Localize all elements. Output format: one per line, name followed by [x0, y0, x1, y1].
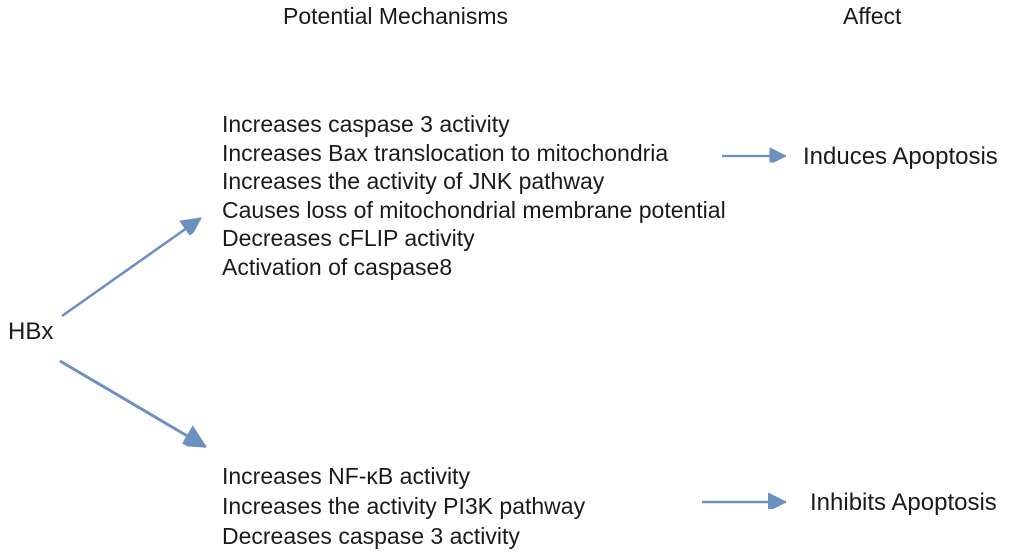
column-header-affect: Affect [843, 3, 902, 29]
mechanism-item: Decreases cFLIP activity [222, 225, 475, 251]
mechanism-item: Activation of caspase8 [222, 253, 453, 280]
mechanism-item: Increases NF-κB activity [222, 463, 470, 489]
mechanism-item: Causes loss of mitochondrial membrane po… [222, 196, 726, 223]
effect-label-inhibits-apoptosis: Inhibits Apoptosis [810, 489, 997, 516]
mechanism-item: Increases the activity PI3K pathway [222, 493, 586, 519]
column-header-potential-mechanisms: Potential Mechanisms [283, 3, 508, 29]
mechanism-item: Increases Bax translocation to mitochond… [222, 139, 669, 166]
mechanism-list-induces-apoptosis: Increases caspase 3 activity Increases B… [222, 110, 726, 281]
mechanism-list-inhibits-apoptosis: Increases NF-κB activity Increases the a… [222, 461, 585, 551]
arrow-hbx-to-induces-mechanisms [61, 216, 201, 318]
mechanism-item: Increases the activity of JNK pathway [222, 168, 605, 194]
arrow-hbx-to-inhibits-mechanisms [59, 359, 206, 449]
mechanism-item: Decreases caspase 3 activity [222, 523, 520, 549]
effect-label-induces-apoptosis: Induces Apoptosis [803, 143, 998, 170]
hbx-node-label: HBx [8, 318, 54, 345]
mechanism-item: Increases caspase 3 activity [222, 111, 510, 137]
